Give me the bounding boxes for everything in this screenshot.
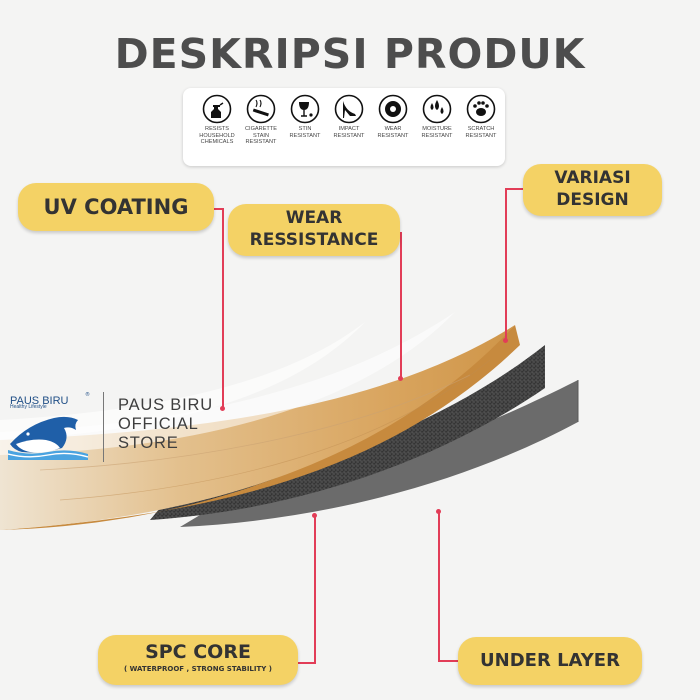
spc-core-sublabel: ( WATERPROOF , STRONG STABILITY ) — [124, 665, 272, 673]
store-name-line3: STORE — [118, 434, 179, 452]
uv-coating-leader — [212, 208, 224, 210]
variasi-design-label-line1: VARIASI — [554, 168, 631, 188]
icon-label: SCRATCH RESISTANT — [465, 126, 497, 139]
icon-label: WEAR RESISTANT — [377, 126, 409, 139]
feature-cigarette: CIGARETTE STAIN RESISTANT — [239, 94, 283, 146]
variasi-leader — [505, 188, 525, 190]
spc-core-leader-vertical — [314, 516, 316, 664]
wear-wheel-icon — [378, 94, 408, 124]
spc-core-pill: SPC CORE ( WATERPROOF , STRONG STABILITY… — [98, 635, 298, 685]
wear-resistance-label-line1: WEAR — [285, 208, 343, 228]
water-drops-icon — [422, 94, 452, 124]
icon-label: CIGARETTE STAIN RESISTANT — [244, 126, 277, 146]
variasi-leader-vertical — [505, 188, 507, 340]
spc-core-leader — [296, 662, 316, 664]
feature-moisture: MOISTURE RESISTANT — [415, 94, 459, 139]
wear-resistance-label-line2: RESSISTANCE — [249, 230, 379, 250]
icon-label: MOISTURE RESISTANT — [421, 126, 453, 139]
uv-coating-label: UV COATING — [43, 195, 189, 219]
spray-bottle-icon — [202, 94, 232, 124]
store-name-line1: PAUS BIRU — [118, 396, 213, 414]
variasi-design-pill: VARIASI DESIGN — [523, 164, 662, 216]
uv-coating-pill: UV COATING — [18, 183, 214, 231]
under-layer-dot — [436, 509, 441, 514]
high-heel-icon — [334, 94, 364, 124]
feature-stain: STIN RESISTANT — [283, 94, 327, 139]
spc-core-dot — [312, 513, 317, 518]
uv-coating-leader-vertical — [222, 208, 224, 408]
wear-leader-vertical — [400, 232, 402, 378]
feature-wear: WEAR RESISTANT — [371, 94, 415, 139]
wood-decor-sheet — [0, 325, 520, 530]
scratch-paw-icon — [466, 94, 496, 124]
icon-label: RESISTS HOUSEHOLD CHEMICALS — [199, 126, 235, 146]
variasi-dot — [503, 338, 508, 343]
icon-label: STIN RESISTANT — [289, 126, 321, 139]
spc-core-label: SPC CORE — [145, 641, 251, 663]
under-layer-leader — [438, 660, 460, 662]
cigarette-icon — [246, 94, 276, 124]
feature-chemicals: RESISTS HOUSEHOLD CHEMICALS — [195, 94, 239, 146]
page-title: DESKRIPSI PRODUK — [114, 30, 586, 78]
feature-impact: IMPACT RESISTANT — [327, 94, 371, 139]
under-layer-label: UNDER LAYER — [480, 650, 620, 671]
wear-dot — [398, 376, 403, 381]
uv-coating-dot — [220, 406, 225, 411]
wine-glass-icon — [290, 94, 320, 124]
brand-tagline: Healthy Lifestyle — [10, 404, 47, 410]
store-name-line2: OFFICIAL — [118, 415, 199, 433]
feature-scratch: SCRATCH RESISTANT — [459, 94, 503, 139]
under-layer-pill: UNDER LAYER — [458, 637, 642, 685]
under-layer-leader-vertical — [438, 512, 440, 662]
icon-label: IMPACT RESISTANT — [333, 126, 365, 139]
feature-icon-strip: RESISTS HOUSEHOLD CHEMICALS CIGARETTE ST… — [183, 88, 505, 166]
whale-logo-icon — [8, 416, 88, 460]
brand-divider — [103, 392, 104, 462]
variasi-design-label-line2: DESIGN — [556, 190, 629, 210]
registered-mark: ® — [85, 392, 90, 398]
wear-resistance-pill: WEAR RESSISTANCE — [228, 204, 400, 256]
brand-name: PAUS BIRU — [10, 395, 69, 407]
